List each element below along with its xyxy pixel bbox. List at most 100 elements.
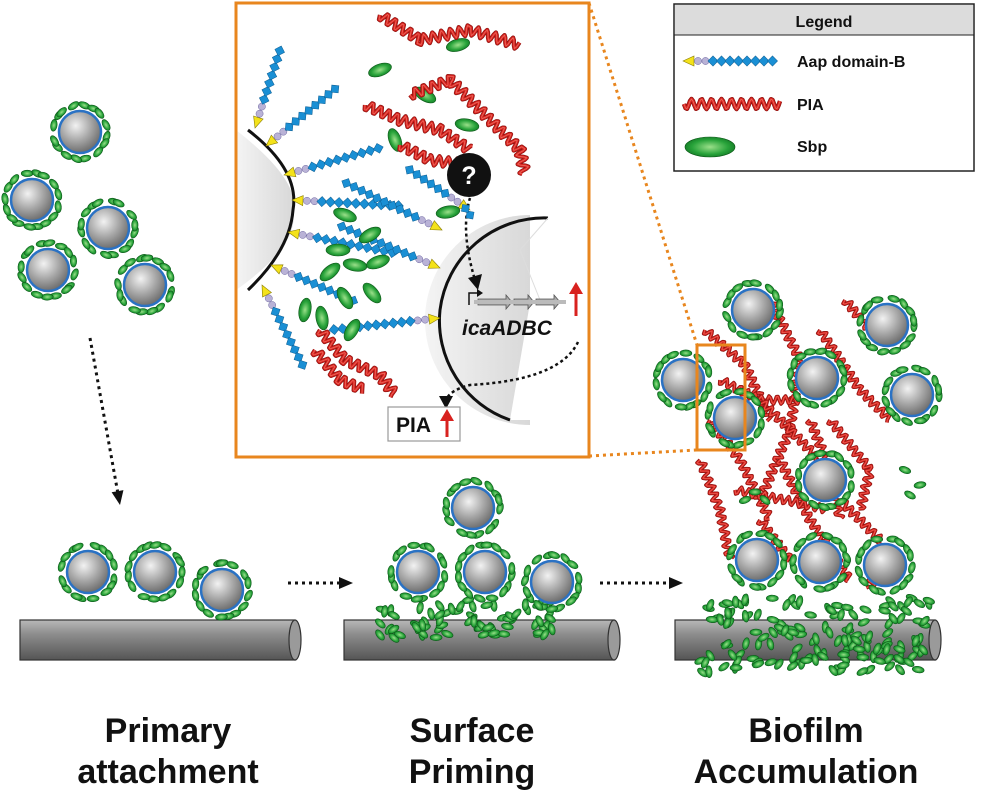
sbp-protein <box>126 209 137 220</box>
sbp-protein <box>789 554 797 567</box>
sbp-protein <box>416 601 424 615</box>
pia-helix-icon <box>681 96 783 112</box>
sbp-protein <box>873 642 882 655</box>
sbp-protein <box>54 200 62 213</box>
bacterial-cell <box>191 559 253 621</box>
legend-icons <box>681 55 783 158</box>
process-arrows <box>88 337 683 589</box>
sbp-protein <box>325 243 351 257</box>
sbp-protein <box>533 599 544 611</box>
sbp-protein <box>165 290 174 303</box>
bacterial-cell <box>114 254 175 316</box>
sbp-protein <box>375 629 385 641</box>
pia-helix <box>408 74 531 177</box>
sbp-protein <box>657 391 667 403</box>
sbp-protein <box>679 349 693 357</box>
sbp-protein <box>901 606 912 616</box>
sbp-protein <box>772 537 783 548</box>
sbp-protein <box>762 327 774 338</box>
sbp-protein <box>898 466 912 474</box>
sbp-protein <box>804 611 817 619</box>
question-mark-text: ? <box>461 162 476 190</box>
sbp-protein <box>757 405 766 419</box>
sbp-protein <box>748 488 762 496</box>
sbp-protein <box>736 330 749 339</box>
sbp-protein <box>848 609 859 620</box>
sbp-protein <box>101 119 111 131</box>
sbp-protein <box>24 245 35 256</box>
sbp-protein <box>60 150 73 160</box>
sbp-protein <box>724 607 732 620</box>
sbp-protein <box>837 651 850 659</box>
sbp-protein <box>58 575 67 588</box>
sbp-protein <box>388 611 400 620</box>
sbp-protein <box>779 549 788 562</box>
bacterial-cell <box>726 529 788 591</box>
sbp-protein <box>100 587 113 597</box>
bacterial-cell <box>795 449 855 511</box>
bacterial-cell <box>722 279 784 341</box>
sbp-protein <box>742 637 750 650</box>
sbp-protein <box>813 585 826 593</box>
sbp-protein <box>913 598 925 608</box>
bacterial-cell <box>1 169 63 231</box>
sbp-protein <box>753 608 762 621</box>
legend-item-aap: Aap domain-B <box>797 54 905 71</box>
aap-domain-b-chain <box>291 195 404 212</box>
sbp-protein <box>859 605 872 614</box>
sbp-protein <box>911 634 920 647</box>
sbp-protein <box>732 595 740 609</box>
bacterial-cell <box>856 295 918 356</box>
sbp-protein <box>768 626 778 638</box>
sbp-protein <box>454 570 462 584</box>
sbp-protein <box>857 618 870 627</box>
sbp-protein <box>828 665 839 676</box>
bacterial-cell <box>854 535 916 596</box>
bacterial-cell <box>124 541 186 603</box>
sbp-protein <box>929 404 939 417</box>
sbp-protein <box>862 539 872 551</box>
legend-item-pia: PIA <box>797 97 824 114</box>
sbp-protein <box>882 628 894 638</box>
dotted-arrow-icon <box>88 337 124 505</box>
sbp-protein <box>795 595 804 608</box>
sbp-protein <box>124 258 136 267</box>
sbp-protein <box>856 653 870 661</box>
sbp-protein <box>336 286 354 310</box>
sbp-protein <box>767 577 778 588</box>
sbp-protein <box>456 600 465 613</box>
sbp-protein <box>565 596 577 606</box>
stage-1-line-1: Primary <box>105 712 232 750</box>
up-arrow-icon <box>440 409 454 437</box>
sbp-protein <box>877 348 890 356</box>
sbp-protein <box>531 554 543 565</box>
sbp-protein <box>442 496 451 510</box>
aap-domain-b-chain <box>341 178 443 231</box>
sbp-protein <box>878 607 891 615</box>
sbp-protein <box>215 613 228 621</box>
bacterial-cells <box>1 101 943 621</box>
sbp-protein <box>718 438 730 448</box>
sbp-protein <box>439 556 448 569</box>
surface-rods <box>19 619 942 661</box>
sbp-protein <box>545 605 559 613</box>
sbp-protein <box>706 599 715 611</box>
sbp-protein <box>131 218 139 232</box>
sbp-protein <box>903 596 913 608</box>
bacterial-cell <box>50 101 111 163</box>
sbp-protein <box>906 548 914 562</box>
sbp-protein <box>766 594 779 602</box>
sbp-protein <box>814 347 828 355</box>
legend: Legend Aap domain-B PIA Sbp <box>673 3 975 172</box>
sbp-protein <box>508 562 516 575</box>
bacterial-cell <box>17 239 79 301</box>
bacterial-cell <box>387 541 449 603</box>
sbp-protein <box>706 401 714 414</box>
up-arrow-icon <box>569 282 583 316</box>
stage-3-line-2: Accumulation <box>694 753 919 791</box>
sbp-protein <box>23 223 36 231</box>
pia-helix <box>756 399 821 463</box>
sbp-protein <box>494 493 503 506</box>
sbp-protein <box>922 596 935 605</box>
sbp-protein <box>298 297 312 323</box>
